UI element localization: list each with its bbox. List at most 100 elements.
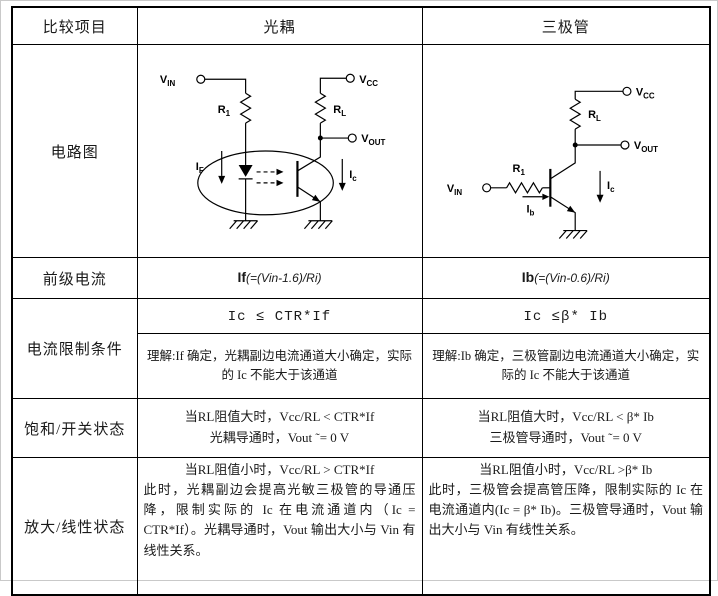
prestage-row: 前级电流 If(=(Vin-1.6)/Ri) Ib(=(Vin-0.6)/Ri)	[11, 257, 711, 299]
led-icon	[238, 164, 253, 177]
transistor-circuit-wrap: VIN R1 Ib VCC RL VOUT Ic	[423, 45, 710, 257]
r1-resistor	[505, 181, 543, 194]
opto-circuit-diagram: VIN R1 IF VCC RL VOUT Ic	[159, 73, 385, 230]
vcc-label: VCC	[635, 86, 654, 100]
header-cell-optocoupler: 光耦	[136, 6, 423, 45]
r1-label: R1	[217, 104, 230, 118]
saturation-row: 饱和/开关状态 当RL阻值大时，Vcc/RL < CTR*If 光耦导通时，Vo…	[11, 398, 711, 458]
phototransistor-emitter	[296, 186, 321, 221]
linear-row: 放大/线性状态 当RL阻值小时，Vcc/RL > CTR*If 此时，光耦副边会…	[11, 457, 711, 596]
ground-icon	[558, 229, 588, 239]
opto-prestage-cell: If(=(Vin-1.6)/Ri)	[136, 257, 423, 299]
light-arrowhead-icon	[276, 168, 283, 176]
opto-solids	[217, 135, 346, 202]
opto-saturation-line1: 当RL阻值大时，Vcc/RL < CTR*If	[184, 409, 375, 425]
vout-wire	[319, 123, 348, 139]
rl-resistor	[568, 98, 581, 130]
vout-label: VOUT	[361, 133, 385, 147]
node-dot	[572, 142, 578, 148]
tr-limit-note: 理解:Ib 确定，三极管副边电流通道大小确定，实际的 Ic 不能大于该通道	[432, 348, 700, 382]
limit-equation-row: 电流限制条件 Ic ≤ CTR*If Ic ≤β* Ib	[11, 298, 711, 399]
opto-if-formula: (=(Vin-1.6)/Ri)	[246, 271, 322, 285]
transistor-circuit-cell: VIN R1 Ib VCC RL VOUT Ic	[421, 44, 711, 258]
header-cell-item: 比较项目	[11, 6, 138, 45]
tr-linear-line1: 当RL阻值小时，Vcc/RL >β* Ib	[479, 462, 653, 477]
vcc-terminal	[621, 86, 632, 96]
tr-saturation-line1: 当RL阻值大时，Vcc/RL < β* Ib	[477, 409, 654, 425]
emitter-wire	[549, 196, 576, 231]
row-label-limit: 电流限制条件	[11, 298, 138, 399]
ib-label: Ib	[526, 204, 534, 218]
ic-arrowhead-icon	[338, 182, 346, 191]
rl-label: RL	[588, 109, 601, 123]
tr-limit-equation: Ic ≤β* Ib	[523, 309, 609, 325]
tr-ib-formula: (=(Vin-0.6)/Ri)	[534, 271, 610, 285]
vcc-wire	[574, 90, 623, 100]
tr-ib-symbol: Ib	[521, 269, 535, 285]
opto-limit-note: 理解:If 确定，光耦副边电流通道大小确定，实际的 Ic 不能大于该通道	[147, 348, 412, 382]
rl-label: RL	[333, 104, 346, 118]
row-label-linear: 放大/线性状态	[11, 457, 138, 596]
table-header-row: 比较项目 光耦 三极管	[11, 6, 711, 45]
ic-label: Ic	[349, 169, 357, 183]
ib-arrowhead-icon	[541, 193, 549, 200]
opto-limit-equation-cell: Ic ≤ CTR*If	[136, 298, 423, 334]
ground-icon	[228, 220, 258, 230]
vin-terminal	[481, 183, 491, 193]
transistor-circuit-diagram: VIN R1 Ib VCC RL VOUT Ic	[446, 86, 658, 239]
limit-note-row: 理解:If 确定，光耦副边电流通道大小确定，实际的 Ic 不能大于该通道 理解:…	[12, 333, 711, 399]
emitter-arrowhead-icon	[566, 205, 575, 213]
emitter-arrowhead-icon	[311, 194, 320, 202]
tr-linear-body: 此时，三极管会提高管压降，限制实际的 Ic 在电流通道内(Ic = β* Ib)…	[428, 482, 704, 538]
ic-label: Ic	[607, 180, 615, 194]
opto-circuit-wrap: VIN R1 IF VCC RL VOUT Ic	[138, 45, 422, 257]
vin-terminal	[195, 74, 205, 84]
if-label: IF	[195, 161, 203, 175]
transistor-prestage-cell: Ib(=(Vin-0.6)/Ri)	[421, 257, 711, 299]
tr-terminals	[481, 86, 632, 193]
transistor-saturation-cell: 当RL阻值大时，Vcc/RL < β* Ib 三极管导通时，Vout ˜= 0 …	[421, 398, 711, 458]
rl-resistor	[313, 92, 327, 124]
row-label-saturation: 饱和/开关状态	[11, 398, 138, 458]
opto-linear-line1: 当RL阻值小时，Vcc/RL > CTR*If	[184, 462, 375, 477]
opto-terminals	[195, 73, 357, 143]
transistor-limit-note-cell: 理解:Ib 确定，三极管副边电流通道大小确定，实际的 Ic 不能大于该通道	[421, 333, 711, 399]
opto-wires	[196, 77, 348, 230]
vout-label: VOUT	[633, 140, 657, 154]
vin-label: VIN	[159, 74, 175, 88]
optocoupler-body	[196, 150, 334, 216]
tr-labels: VIN R1 Ib VCC RL VOUT Ic	[446, 86, 657, 217]
opto-limit-note-cell: 理解:If 确定，光耦副边电流通道大小确定，实际的 Ic 不能大于该通道	[136, 333, 423, 399]
opto-if-symbol: If	[237, 269, 247, 285]
row-label-circuit: 电路图	[11, 44, 138, 258]
vin-wire	[204, 78, 246, 94]
opto-saturation-line2: 光耦导通时，Vout ˜= 0 V	[209, 430, 350, 445]
vout-wire	[574, 129, 621, 146]
tr-solids	[541, 142, 604, 213]
transistor-limit-equation-cell: Ic ≤β* Ib	[421, 298, 711, 334]
opto-linear-cell: 当RL阻值小时，Vcc/RL > CTR*If 此时，光耦副边会提高光敏三极管的…	[136, 457, 423, 596]
vout-terminal	[347, 133, 357, 143]
transistor-linear-cell: 当RL阻值小时，Vcc/RL >β* Ib 此时，三极管会提高管压降，限制实际的…	[421, 457, 711, 596]
vcc-label: VCC	[359, 74, 378, 88]
vcc-terminal	[345, 73, 355, 83]
tr-wires	[490, 90, 623, 239]
circuit-row: 电路图	[11, 44, 711, 258]
node-dot	[317, 135, 323, 141]
light-arrowhead-icon	[276, 179, 283, 187]
vin-label: VIN	[446, 183, 462, 197]
opto-limit-equation: Ic ≤ CTR*If	[227, 309, 332, 325]
collector-wire	[549, 145, 576, 180]
opto-circuit-cell: VIN R1 IF VCC RL VOUT Ic	[136, 44, 423, 258]
if-arrowhead-icon	[217, 175, 225, 184]
phototransistor-collector	[296, 138, 321, 172]
vout-terminal	[619, 140, 630, 150]
tr-saturation-line2: 三极管导通时，Vout ˜= 0 V	[489, 430, 642, 445]
vcc-wire	[319, 77, 346, 94]
r1-label: R1	[512, 163, 525, 177]
r1-resistor	[238, 92, 252, 124]
header-cell-transistor: 三极管	[421, 6, 711, 45]
opto-linear-body: 此时，光耦副边会提高光敏三极管的导通压降，限制实际的 Ic 在电流通道内（Ic …	[143, 482, 416, 558]
opto-labels: VIN R1 IF VCC RL VOUT Ic	[159, 74, 385, 183]
